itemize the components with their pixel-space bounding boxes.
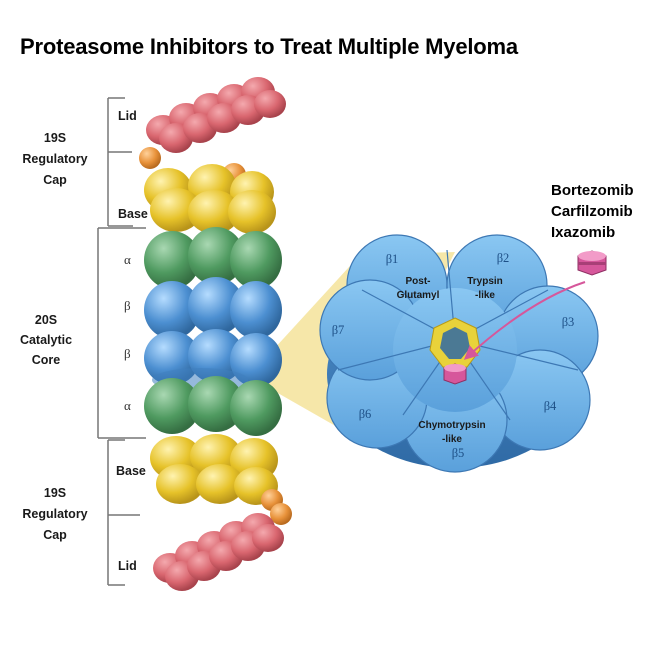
bottom-cap-line-2: Regulatory <box>22 507 87 521</box>
bottom-lid <box>153 513 284 591</box>
petal-label-beta7: β7 <box>332 323 345 337</box>
top-cap-line-2: Regulatory <box>22 152 87 166</box>
petal-label-beta3: β3 <box>562 315 575 329</box>
drug-carfilzomib: Carfilzomib <box>551 203 633 220</box>
petal-label-beta4: β4 <box>544 399 557 413</box>
core-line-1: 20S <box>35 313 57 327</box>
inhibitor-molecule-icon <box>577 250 607 276</box>
top-cap-line-3: Cap <box>43 173 67 187</box>
alpha-ring-top <box>144 227 282 289</box>
core-line-2: Catalytic <box>20 333 72 347</box>
ring-label-beta-bottom: β <box>124 346 131 361</box>
base-top-label: Base <box>118 207 148 221</box>
drug-list: Bortezomib Carfilzomib Ixazomib <box>551 180 634 243</box>
site-beta5-line-2: -like <box>442 434 462 445</box>
lid-top-label: Lid <box>118 109 137 123</box>
site-beta1-line-2: Glutamyl <box>397 290 440 301</box>
bracket-lines <box>97 97 146 586</box>
ring-label-alpha-bottom: α <box>124 398 131 413</box>
bottom-base-ring <box>150 434 278 505</box>
alpha-ring-bottom <box>144 376 282 436</box>
site-beta5-line-1: Chymotrypsin <box>418 420 485 431</box>
petal-label-beta2: β2 <box>497 251 510 265</box>
top-cap-line-1: 19S <box>44 131 66 145</box>
top-cap-label: 19S Regulatory Cap <box>22 131 87 187</box>
petal-label-beta5: β5 <box>452 446 465 460</box>
ring-label-alpha-top: α <box>124 252 131 267</box>
drug-bortezomib: Bortezomib <box>551 182 634 199</box>
beta-ring-top <box>144 277 282 339</box>
core-line-3: Core <box>32 353 61 367</box>
bottom-cap-line-1: 19S <box>44 486 66 500</box>
petal-label-beta6: β6 <box>359 407 372 421</box>
base-bottom-label: Base <box>116 464 146 478</box>
binding-arrow <box>463 281 586 360</box>
lid-bottom-label: Lid <box>118 559 137 573</box>
top-base-ring <box>144 164 276 234</box>
site-beta2-line-1: Trypsin <box>467 276 503 287</box>
petal-label-beta1: β1 <box>386 252 399 266</box>
core-label: 20S Catalytic Core <box>20 313 72 367</box>
bottom-cap-line-3: Cap <box>43 528 67 542</box>
drug-ixazomib: Ixazomib <box>551 224 616 241</box>
bottom-connector-beads <box>261 489 292 525</box>
ring-label-beta-top: β <box>124 298 131 313</box>
bottom-cap-label: 19S Regulatory Cap <box>22 486 87 542</box>
bound-inhibitor-icon <box>443 363 467 385</box>
page-title: Proteasome Inhibitors to Treat Multiple … <box>20 34 518 59</box>
top-lid <box>146 77 286 153</box>
site-beta2-line-2: -like <box>475 290 495 301</box>
site-beta1-line-1: Post- <box>406 276 431 287</box>
